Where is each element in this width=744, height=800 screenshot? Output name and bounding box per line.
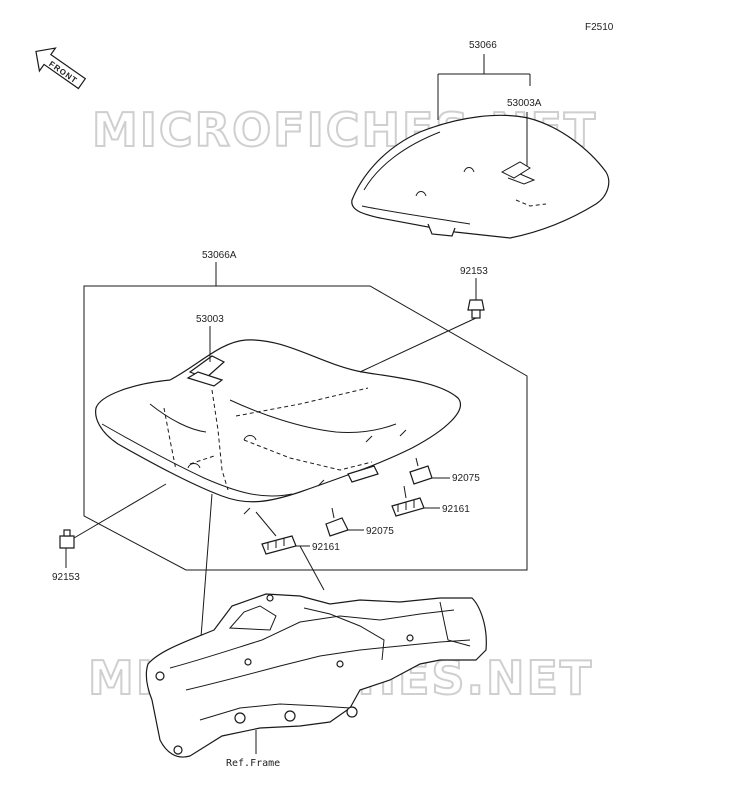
- seat-cover-part: [351, 114, 610, 239]
- callout-bolt-left: 92153: [52, 572, 80, 583]
- grommet-left-part: [255, 511, 297, 555]
- cover-callout-leaders: [437, 54, 531, 166]
- callout-seat-strap: 53003: [196, 314, 224, 325]
- callout-damper-right: 92075: [452, 473, 480, 484]
- callout-bolt-top: 92153: [460, 266, 488, 277]
- callout-grommet-left: 92161: [312, 542, 340, 553]
- damper-mid-part: [325, 507, 349, 537]
- bolt-top-part: [359, 299, 485, 373]
- callout-seat-assy: 53066A: [202, 250, 237, 261]
- grommet-right-part: [391, 485, 425, 517]
- seat-part: [95, 339, 461, 515]
- figure-code: F2510: [585, 22, 614, 33]
- bolt-left-part: [59, 483, 167, 549]
- front-arrow-icon: FRONT: [35, 47, 87, 90]
- callout-grommet-right: 92161: [442, 504, 470, 515]
- callout-damper-mid: 92075: [366, 526, 394, 537]
- callout-cover-strap: 53003A: [507, 98, 542, 109]
- damper-right-part: [409, 457, 433, 485]
- frame-part: [145, 593, 487, 758]
- callout-frame-ref: Ref.Frame: [226, 758, 280, 769]
- callout-cover-assy: 53066: [469, 40, 497, 51]
- seat-to-frame-leaders: [199, 493, 325, 651]
- seat-assy-frame-outline: [83, 262, 528, 571]
